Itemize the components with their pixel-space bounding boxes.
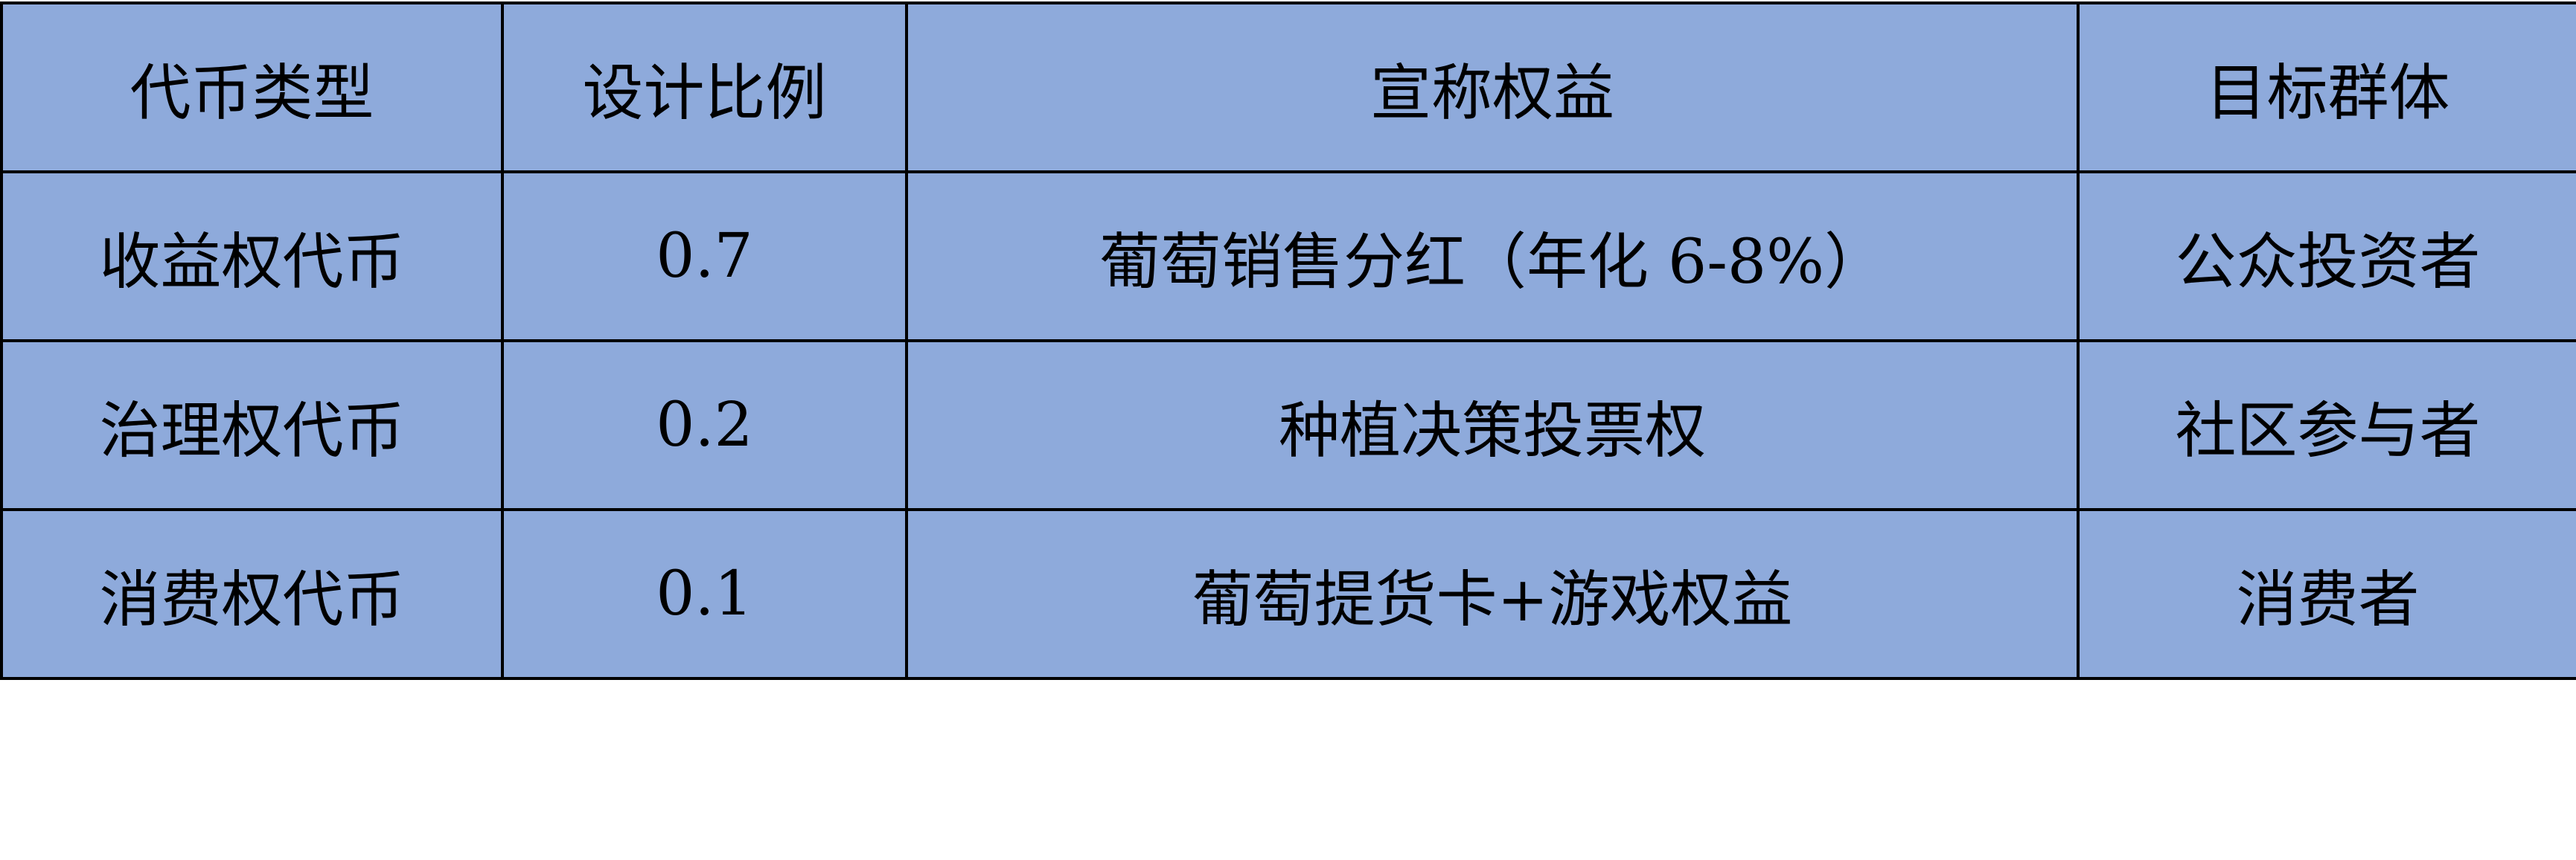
table-row: 消费权代币 0.1 葡萄提货卡+游戏权益 消费者 — [0, 508, 2576, 680]
cell-token-type: 收益权代币 — [0, 170, 504, 342]
cell-claimed-rights: 种植决策投票权 — [905, 339, 2080, 511]
cell-token-type: 治理权代币 — [0, 339, 504, 511]
cell-target-group: 社区参与者 — [2077, 339, 2576, 511]
header-design-ratio: 设计比例 — [501, 1, 908, 173]
header-target-group: 目标群体 — [2077, 1, 2576, 173]
cell-design-ratio: 0.7 — [501, 170, 908, 342]
cell-claimed-rights: 葡萄提货卡+游戏权益 — [905, 508, 2080, 680]
cell-design-ratio: 0.1 — [501, 508, 908, 680]
cell-target-group: 公众投资者 — [2077, 170, 2576, 342]
header-row: 代币类型 设计比例 宣称权益 目标群体 — [0, 1, 2576, 173]
header-claimed-rights: 宣称权益 — [905, 1, 2080, 173]
cell-claimed-rights: 葡萄销售分红（年化 6-8%） — [905, 170, 2080, 342]
header-token-type: 代币类型 — [0, 1, 504, 173]
cell-design-ratio: 0.2 — [501, 339, 908, 511]
table-row: 收益权代币 0.7 葡萄销售分红（年化 6-8%） 公众投资者 — [0, 170, 2576, 342]
table-row: 治理权代币 0.2 种植决策投票权 社区参与者 — [0, 339, 2576, 511]
cell-target-group: 消费者 — [2077, 508, 2576, 680]
cell-token-type: 消费权代币 — [0, 508, 504, 680]
token-table: 代币类型 设计比例 宣称权益 目标群体 收益权代币 0.7 葡萄销售分红（年化 … — [0, 1, 2576, 680]
